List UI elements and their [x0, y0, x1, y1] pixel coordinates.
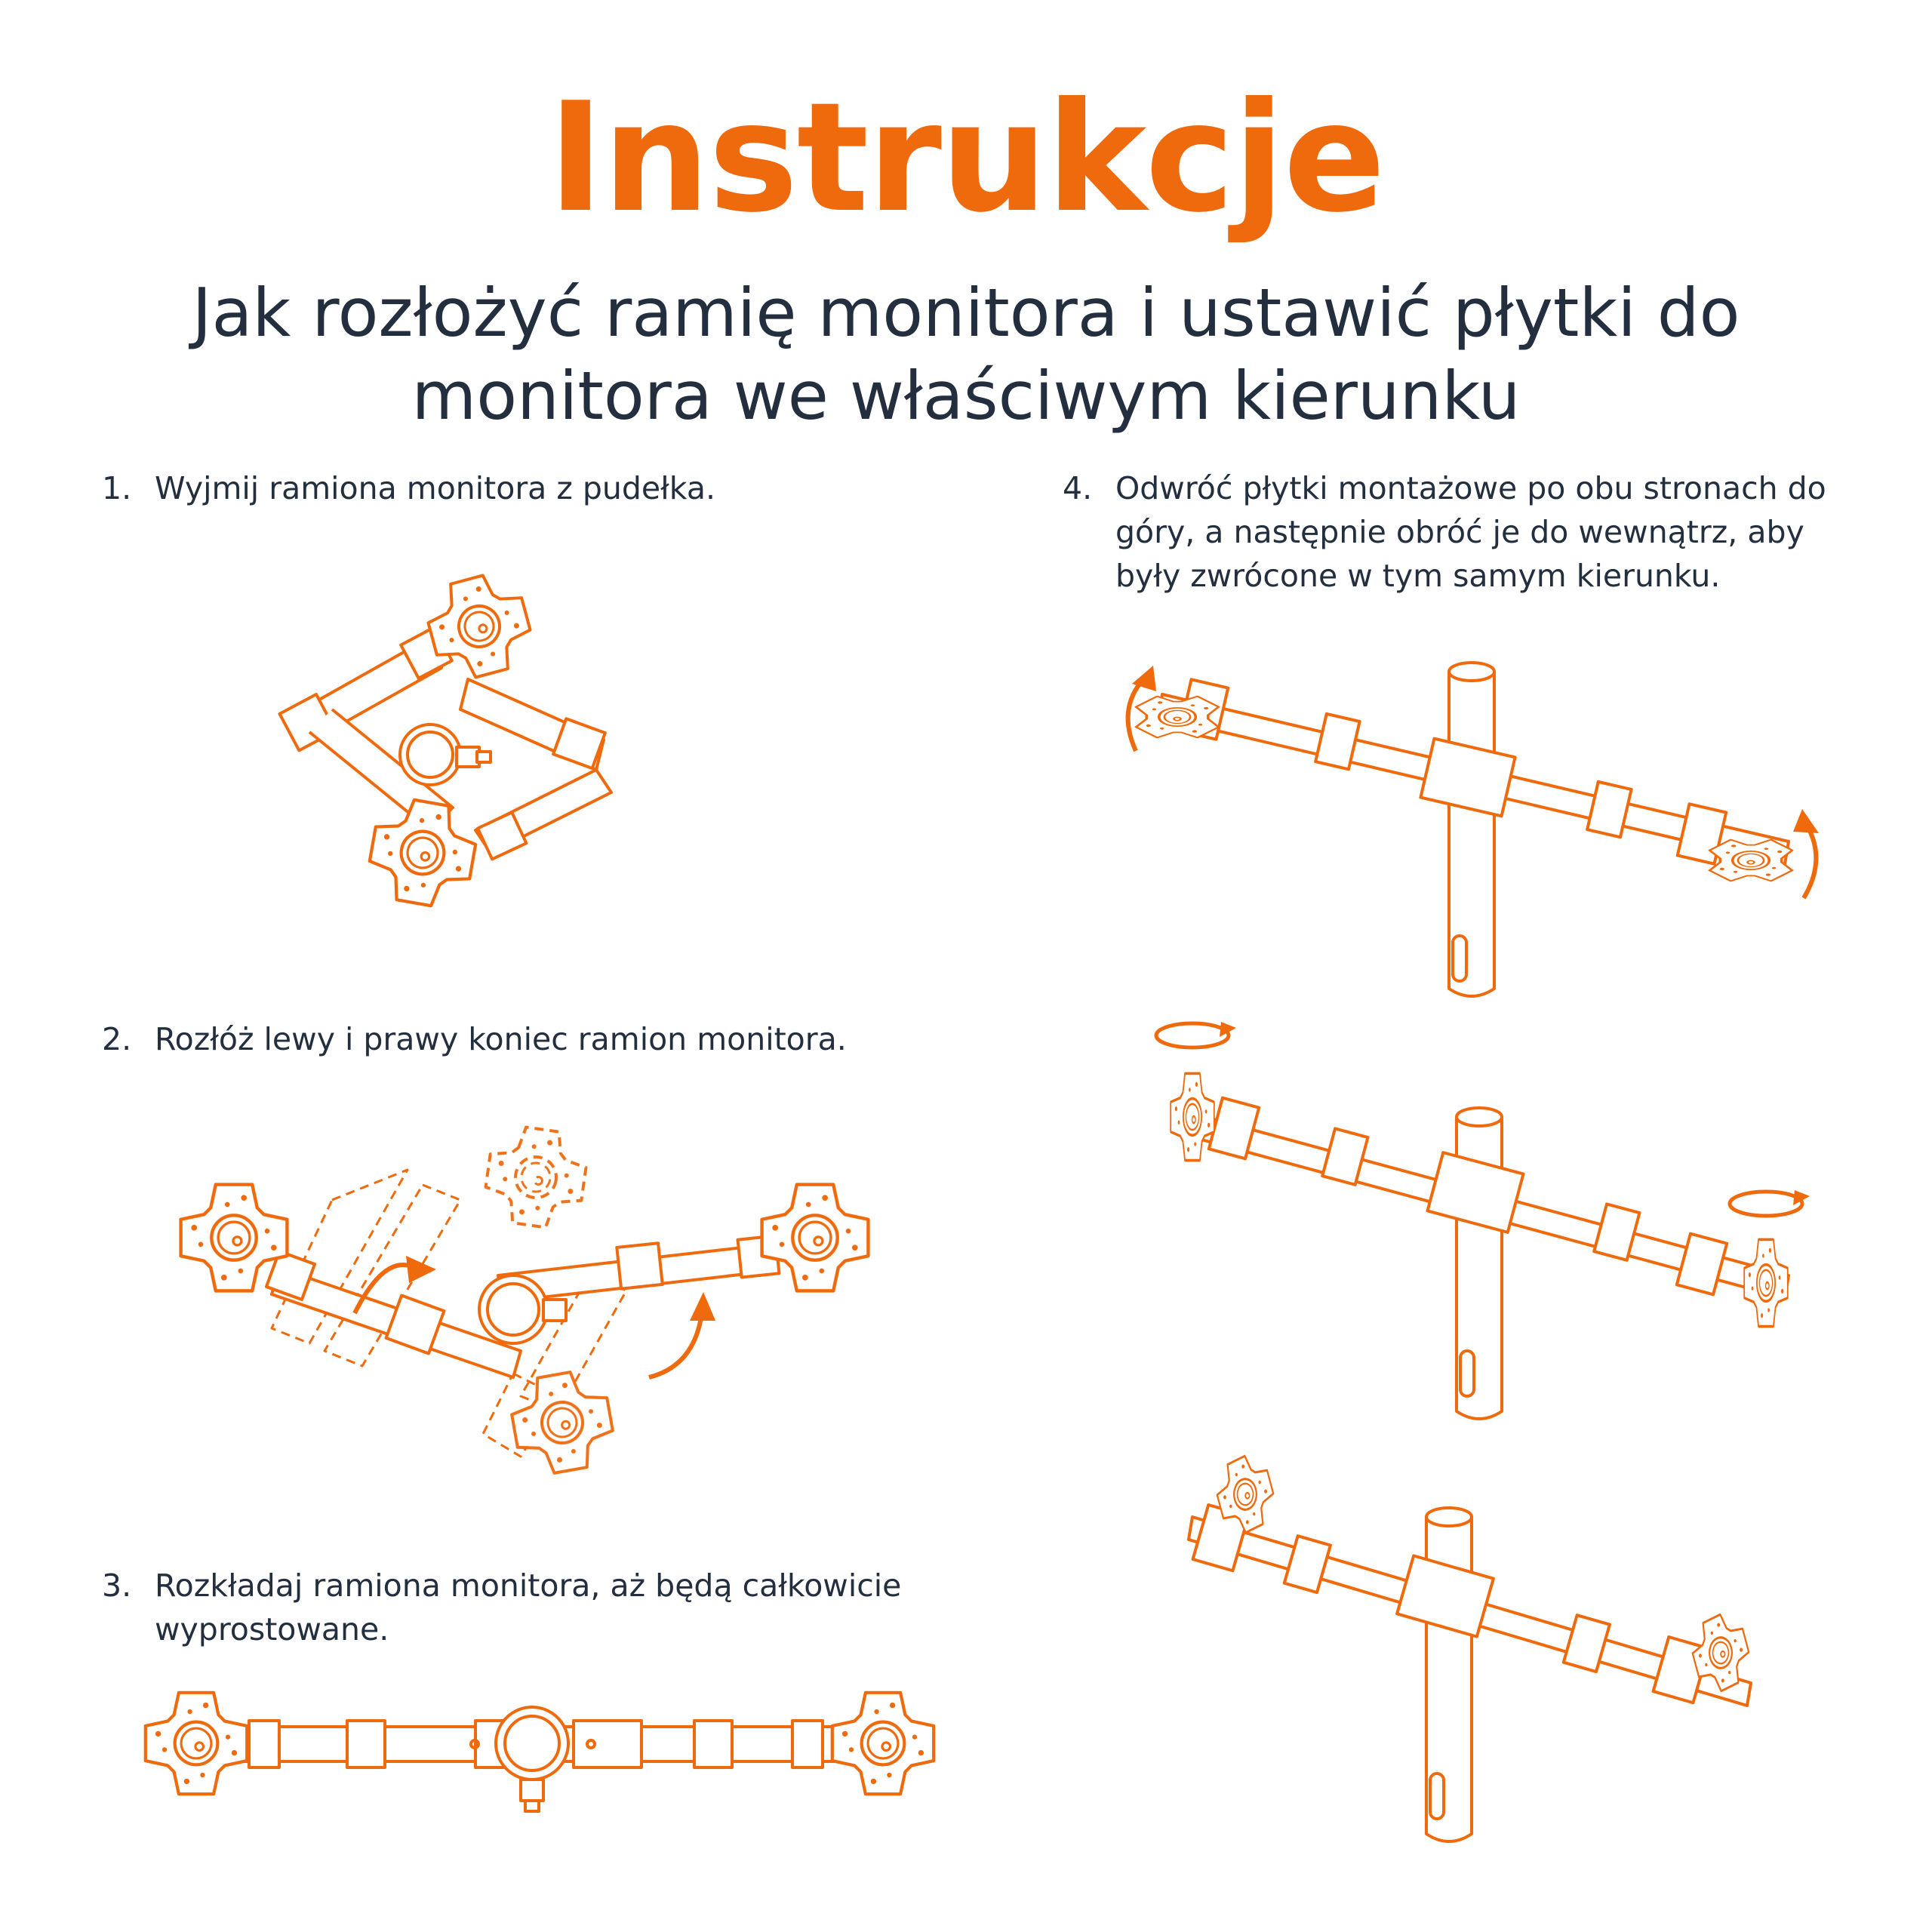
step-number: 3.: [102, 1567, 132, 1604]
step-number: 4.: [1063, 470, 1093, 506]
step-text: Rozłóż lewy i prawy koniec ramion monito…: [155, 1021, 847, 1057]
step-number: 1.: [102, 470, 132, 506]
pole-illustration-flip-up: [1114, 649, 1819, 1004]
step-number: 2.: [102, 1021, 132, 1057]
step-2: 2. Rozłóż lewy i prawy koniec ramion mon…: [102, 1017, 932, 1061]
pole-illustration-final: [1177, 1446, 1756, 1849]
step-4: 4. Odwróć płytki montażowe po obu strona…: [1063, 466, 1855, 598]
page-title: Instrukcje: [547, 70, 1386, 246]
folded-arm-illustration: [279, 565, 641, 981]
step-3: 3. Rozkładaj ramiona monitora, aż będą c…: [102, 1564, 932, 1651]
step-1: 1. Wyjmij ramiona monitora z pudełka.: [102, 466, 932, 510]
subtitle-line-2: monitora we właściwym kierunku: [411, 357, 1521, 435]
step-text: Odwróć płytki montażowe po obu stronach …: [1115, 470, 1826, 595]
pole-illustration-rotate: [1147, 1019, 1810, 1426]
unfolding-arm-illustration: [166, 1121, 891, 1481]
straight-arm-illustration: [143, 1660, 928, 1826]
subtitle-line-1: Jak rozłożyć ramię monitora i ustawić pł…: [192, 274, 1740, 352]
page-subtitle: Jak rozłożyć ramię monitora i ustawić pł…: [136, 272, 1796, 438]
step-text: Rozkładaj ramiona monitora, aż będą całk…: [155, 1567, 902, 1648]
step-text: Wyjmij ramiona monitora z pudełka.: [155, 470, 715, 506]
